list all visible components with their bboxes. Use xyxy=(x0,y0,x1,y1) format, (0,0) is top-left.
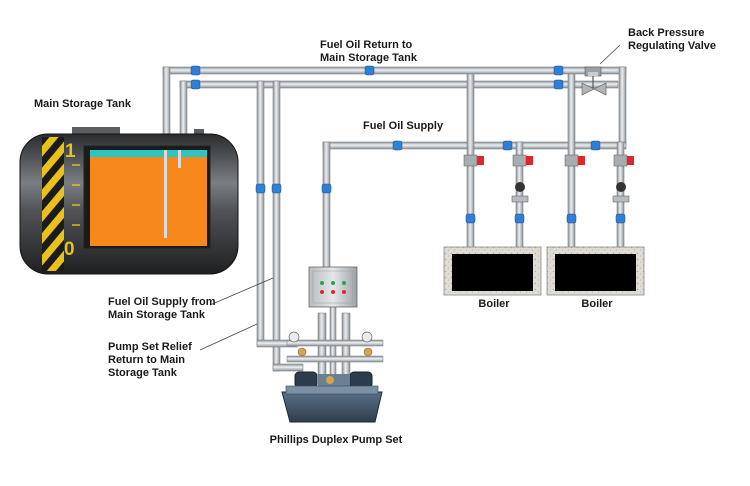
flow-marker xyxy=(566,213,577,224)
tank-hazard-stripe xyxy=(42,137,64,271)
flow-marker xyxy=(190,79,201,90)
back-pressure-label-line1: Back Pressure xyxy=(628,27,705,39)
pump-skid-base xyxy=(281,391,383,423)
supply-from-tank-label-line2: Main Storage Tank xyxy=(108,309,205,321)
tank-gauge-scale xyxy=(72,164,80,226)
leader-line xyxy=(209,277,274,306)
fuel-oil-return-label-line1: Fuel Oil Return to xyxy=(320,39,413,51)
relief-label-line2: Return to Main xyxy=(108,354,185,366)
back-pressure-regulating-valve xyxy=(581,44,621,96)
flow-marker xyxy=(321,183,332,194)
flow-marker xyxy=(590,140,601,151)
flow-marker xyxy=(553,79,564,90)
fuel-oil-return-label-line2: Main Storage Tank xyxy=(320,52,417,64)
flow-marker xyxy=(465,213,476,224)
boiler-2-window xyxy=(555,254,636,291)
tank-gauge-top-mark: 1 xyxy=(65,141,76,162)
tank-fuel-level xyxy=(90,156,207,246)
supply-from-tank-pipe xyxy=(272,80,281,372)
boiler-1-label: Boiler xyxy=(478,298,510,310)
fuel-oil-supply-header xyxy=(322,141,627,150)
fuel-oil-return-label: Fuel Oil Return to Main Storage Tank xyxy=(320,39,417,65)
boiler-1-supply-valve xyxy=(463,154,484,167)
flow-marker xyxy=(615,213,626,224)
boiler-1-window xyxy=(452,254,533,291)
flow-marker xyxy=(255,183,266,194)
leader-line xyxy=(199,323,258,351)
supply-from-tank-label: Fuel Oil Supply from Main Storage Tank xyxy=(108,296,216,322)
boiler-2 xyxy=(546,246,645,296)
boiler-2-label: Boiler xyxy=(581,298,613,310)
main-storage-tank-label: Main Storage Tank xyxy=(34,98,131,110)
flow-marker xyxy=(271,183,282,194)
boiler-2-return-valve xyxy=(612,154,634,203)
phillips-duplex-pump-set xyxy=(281,266,384,423)
flow-marker xyxy=(514,213,525,224)
boiler-1-return-valve xyxy=(511,154,533,203)
back-pressure-label-line2: Regulating Valve xyxy=(628,40,717,52)
boiler-valves xyxy=(463,154,634,203)
supply-from-tank-label-line1: Fuel Oil Supply from xyxy=(108,296,216,308)
pump-relief-return-label: Pump Set Relief Return to Main Storage T… xyxy=(108,341,192,380)
flow-marker xyxy=(392,140,403,151)
relief-label-line1: Pump Set Relief xyxy=(108,341,192,353)
boiler-2-supply-valve xyxy=(564,154,585,167)
pump-control-cabinet xyxy=(308,266,358,308)
flow-marker xyxy=(502,140,513,151)
boiler-1 xyxy=(443,246,542,296)
pump-set-label: Phillips Duplex Pump Set xyxy=(269,434,403,446)
flow-marker xyxy=(553,65,564,76)
relief-label-line3: Storage Tank xyxy=(108,367,177,379)
fuel-oil-supply-label: Fuel Oil Supply xyxy=(363,120,444,132)
relief-return-pipe xyxy=(179,80,619,89)
flow-marker xyxy=(190,65,201,76)
back-pressure-valve-label: Back Pressure Regulating Valve xyxy=(628,27,716,53)
return-pipe-into-tank xyxy=(162,66,171,138)
tank-gauge-bottom-mark: 0 xyxy=(64,239,75,260)
flow-markers xyxy=(190,65,626,224)
tank-fuel-surface xyxy=(90,150,207,157)
flow-marker xyxy=(364,65,375,76)
main-storage-tank: 1 0 xyxy=(19,127,239,275)
relief-return-vertical xyxy=(256,80,265,347)
